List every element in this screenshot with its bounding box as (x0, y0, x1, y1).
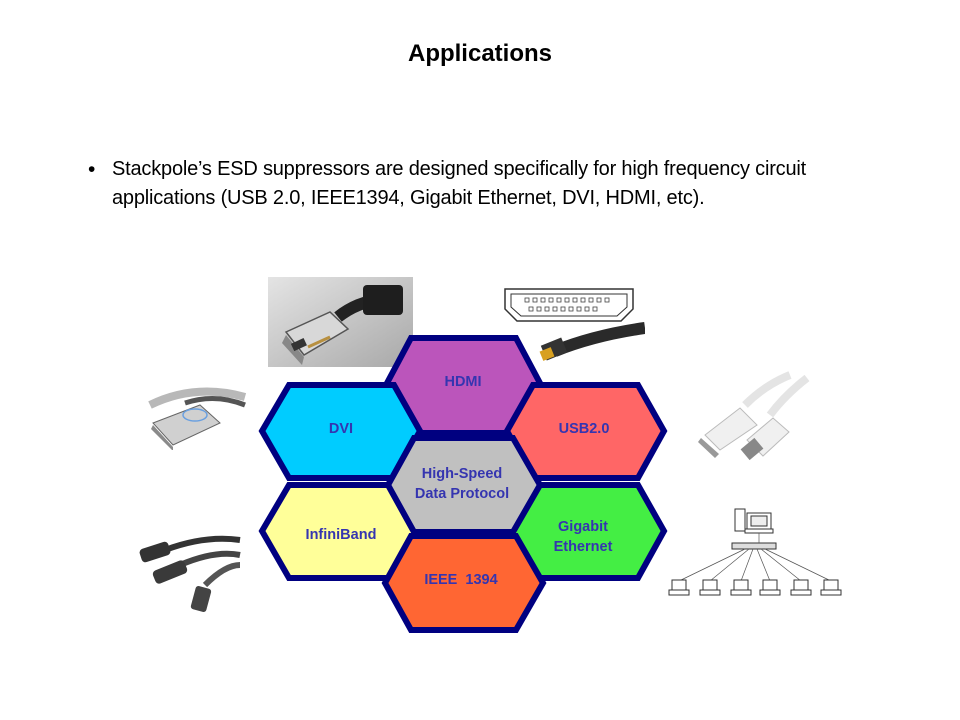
hex-label-infiniband: InfiniBand (306, 527, 377, 543)
hex-label-usb: USB2.0 (559, 421, 610, 437)
hex-label-dvi: DVI (329, 421, 353, 437)
ethernet-network-icon (668, 508, 842, 596)
bullet-item: • Stackpole’s ESD suppressors are design… (88, 155, 848, 213)
firewire-cable-icon (139, 535, 241, 612)
dvi-cable-icon (268, 277, 413, 367)
hex-center-label-2: Data Protocol (415, 486, 509, 502)
bullet-text: Stackpole’s ESD suppressors are designed… (112, 158, 806, 209)
hex-ieee1394: IEEE 1394 (381, 533, 547, 633)
hex-label-ieee1394: IEEE 1394 (424, 572, 497, 588)
bullet-dot: • (88, 158, 96, 181)
hex-center: High-Speed Data Protocol (384, 435, 544, 535)
hex-usb: USB2.0 (503, 382, 668, 481)
hex-label-gigabit-1: Gigabit (558, 519, 608, 535)
hex-label-hdmi: HDMI (444, 374, 481, 390)
hex-center-label-1: High-Speed (422, 466, 503, 482)
hex-label-gigabit-2: Ethernet (554, 539, 613, 555)
infiniband-cable-icon (148, 387, 247, 450)
slide-title: Applications (407, 40, 552, 67)
hdmi-cable-icon (504, 288, 645, 361)
usb-cable-icon (698, 371, 810, 461)
